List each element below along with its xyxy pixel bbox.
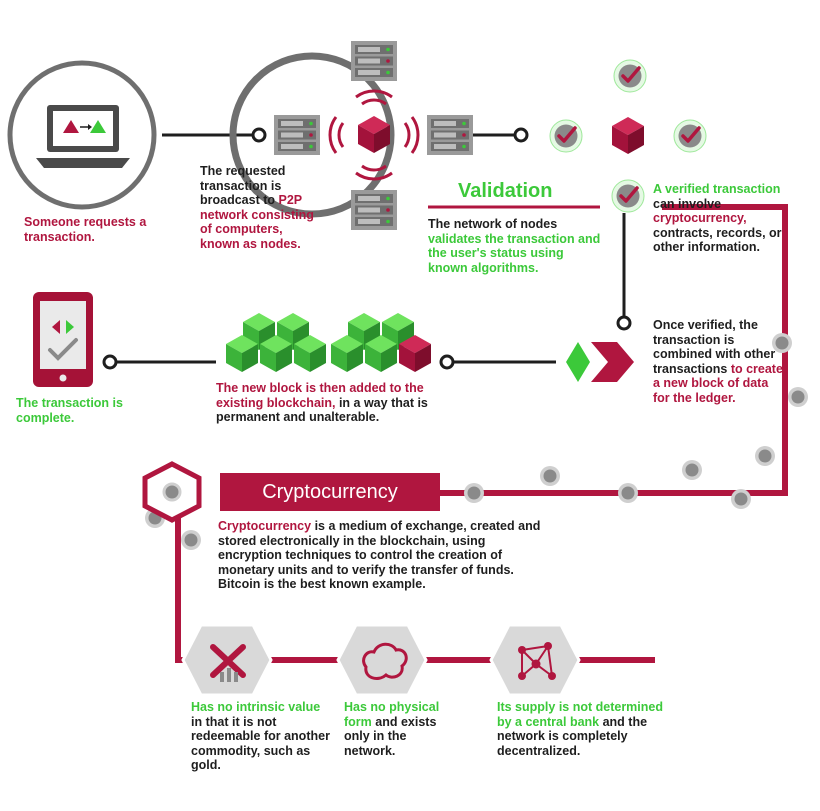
checkmark-icon <box>672 118 708 154</box>
network-nodes-icon <box>489 623 581 697</box>
merge-arrow-icon <box>566 342 634 382</box>
property-hexagons <box>181 623 581 697</box>
new-block-part2: in a way that is permanent and unalterab… <box>216 395 428 425</box>
combined-text: Once verified, the transaction is combin… <box>653 318 783 405</box>
smartphone-icon <box>33 292 93 387</box>
server-icon <box>351 190 397 230</box>
verified-highlight2: cryptocurrency, <box>653 211 747 225</box>
prop1-part2: in that it is not redeemable for another… <box>191 714 330 773</box>
block-stack-icon <box>226 313 431 372</box>
cloud-shape-icon <box>336 623 428 697</box>
prop2-text: Has no physical form and exists only in … <box>344 700 459 758</box>
node-dot <box>102 354 118 370</box>
checkmark-icon <box>612 58 648 94</box>
crypto-part2: is a medium of exchange, created and sto… <box>218 519 541 591</box>
blockchain-cube-icon <box>612 117 644 154</box>
prop3-part2: and the network is completely decentrali… <box>497 714 648 758</box>
prop2-part2: and exists only in the network. <box>344 714 437 758</box>
signal-waves <box>328 89 420 181</box>
validation-part1: The network of nodes <box>428 217 558 231</box>
validation-title: Validation <box>458 180 553 202</box>
checkmark-icon <box>548 118 584 154</box>
node-dot <box>616 315 632 331</box>
verified-highlight1: A verified transaction <box>653 182 781 196</box>
network-ring <box>229 52 395 218</box>
prop2-highlight: Has no physical form <box>344 700 440 729</box>
broken-value-icon <box>181 623 273 697</box>
prop3-highlight: Its supply is not determined by a centra… <box>497 700 663 729</box>
combined-highlight: to create a new block of data for the le… <box>653 361 783 405</box>
prop3-text: Its supply is not determined by a centra… <box>497 700 667 758</box>
crypto-highlight: Cryptocurrency <box>218 519 312 533</box>
node-dot <box>251 127 267 143</box>
node-dot <box>513 127 529 143</box>
validation-text: The network of nodes validates the trans… <box>428 217 603 275</box>
node-dot <box>439 354 455 370</box>
blockchain-cube-icon <box>358 116 390 153</box>
step-broadcast-text: The requested transaction is broadcast t… <box>200 164 325 251</box>
validation-highlight: validates the transaction and the user's… <box>428 231 601 275</box>
new-block-highlight: The new block is then added to the exist… <box>216 381 424 410</box>
server-icon <box>274 115 320 155</box>
new-block-text: The new block is then added to the exist… <box>216 381 451 425</box>
server-icon <box>351 41 397 81</box>
broadcast-highlight: P2P network consisting of computers, kno… <box>200 193 314 251</box>
checkmark-icon <box>610 178 646 214</box>
server-icon <box>427 115 473 155</box>
verified-part2: can involve <box>653 196 722 211</box>
combined-part1: Once verified, the transaction is combin… <box>653 318 776 376</box>
laptop-icon <box>7 60 157 210</box>
crypto-hexagon <box>142 461 202 523</box>
verified-text: A verified transaction can involve crypt… <box>653 182 798 255</box>
verified-part3: contracts, records, or other information… <box>653 225 782 255</box>
crypto-banner: Cryptocurrency <box>220 473 440 511</box>
step-request-text: Someone requests a transaction. <box>24 215 147 244</box>
prop1-highlight: Has no intrinsic value <box>191 700 321 714</box>
p2p-network <box>274 41 473 230</box>
crypto-text: Cryptocurrency is a medium of exchange, … <box>218 519 548 592</box>
broadcast-part1: The requested transaction is broadcast t… <box>200 164 286 207</box>
prop1-text: Has no intrinsic value in that it is not… <box>191 700 331 773</box>
complete-text: The transaction is complete. <box>16 396 123 425</box>
